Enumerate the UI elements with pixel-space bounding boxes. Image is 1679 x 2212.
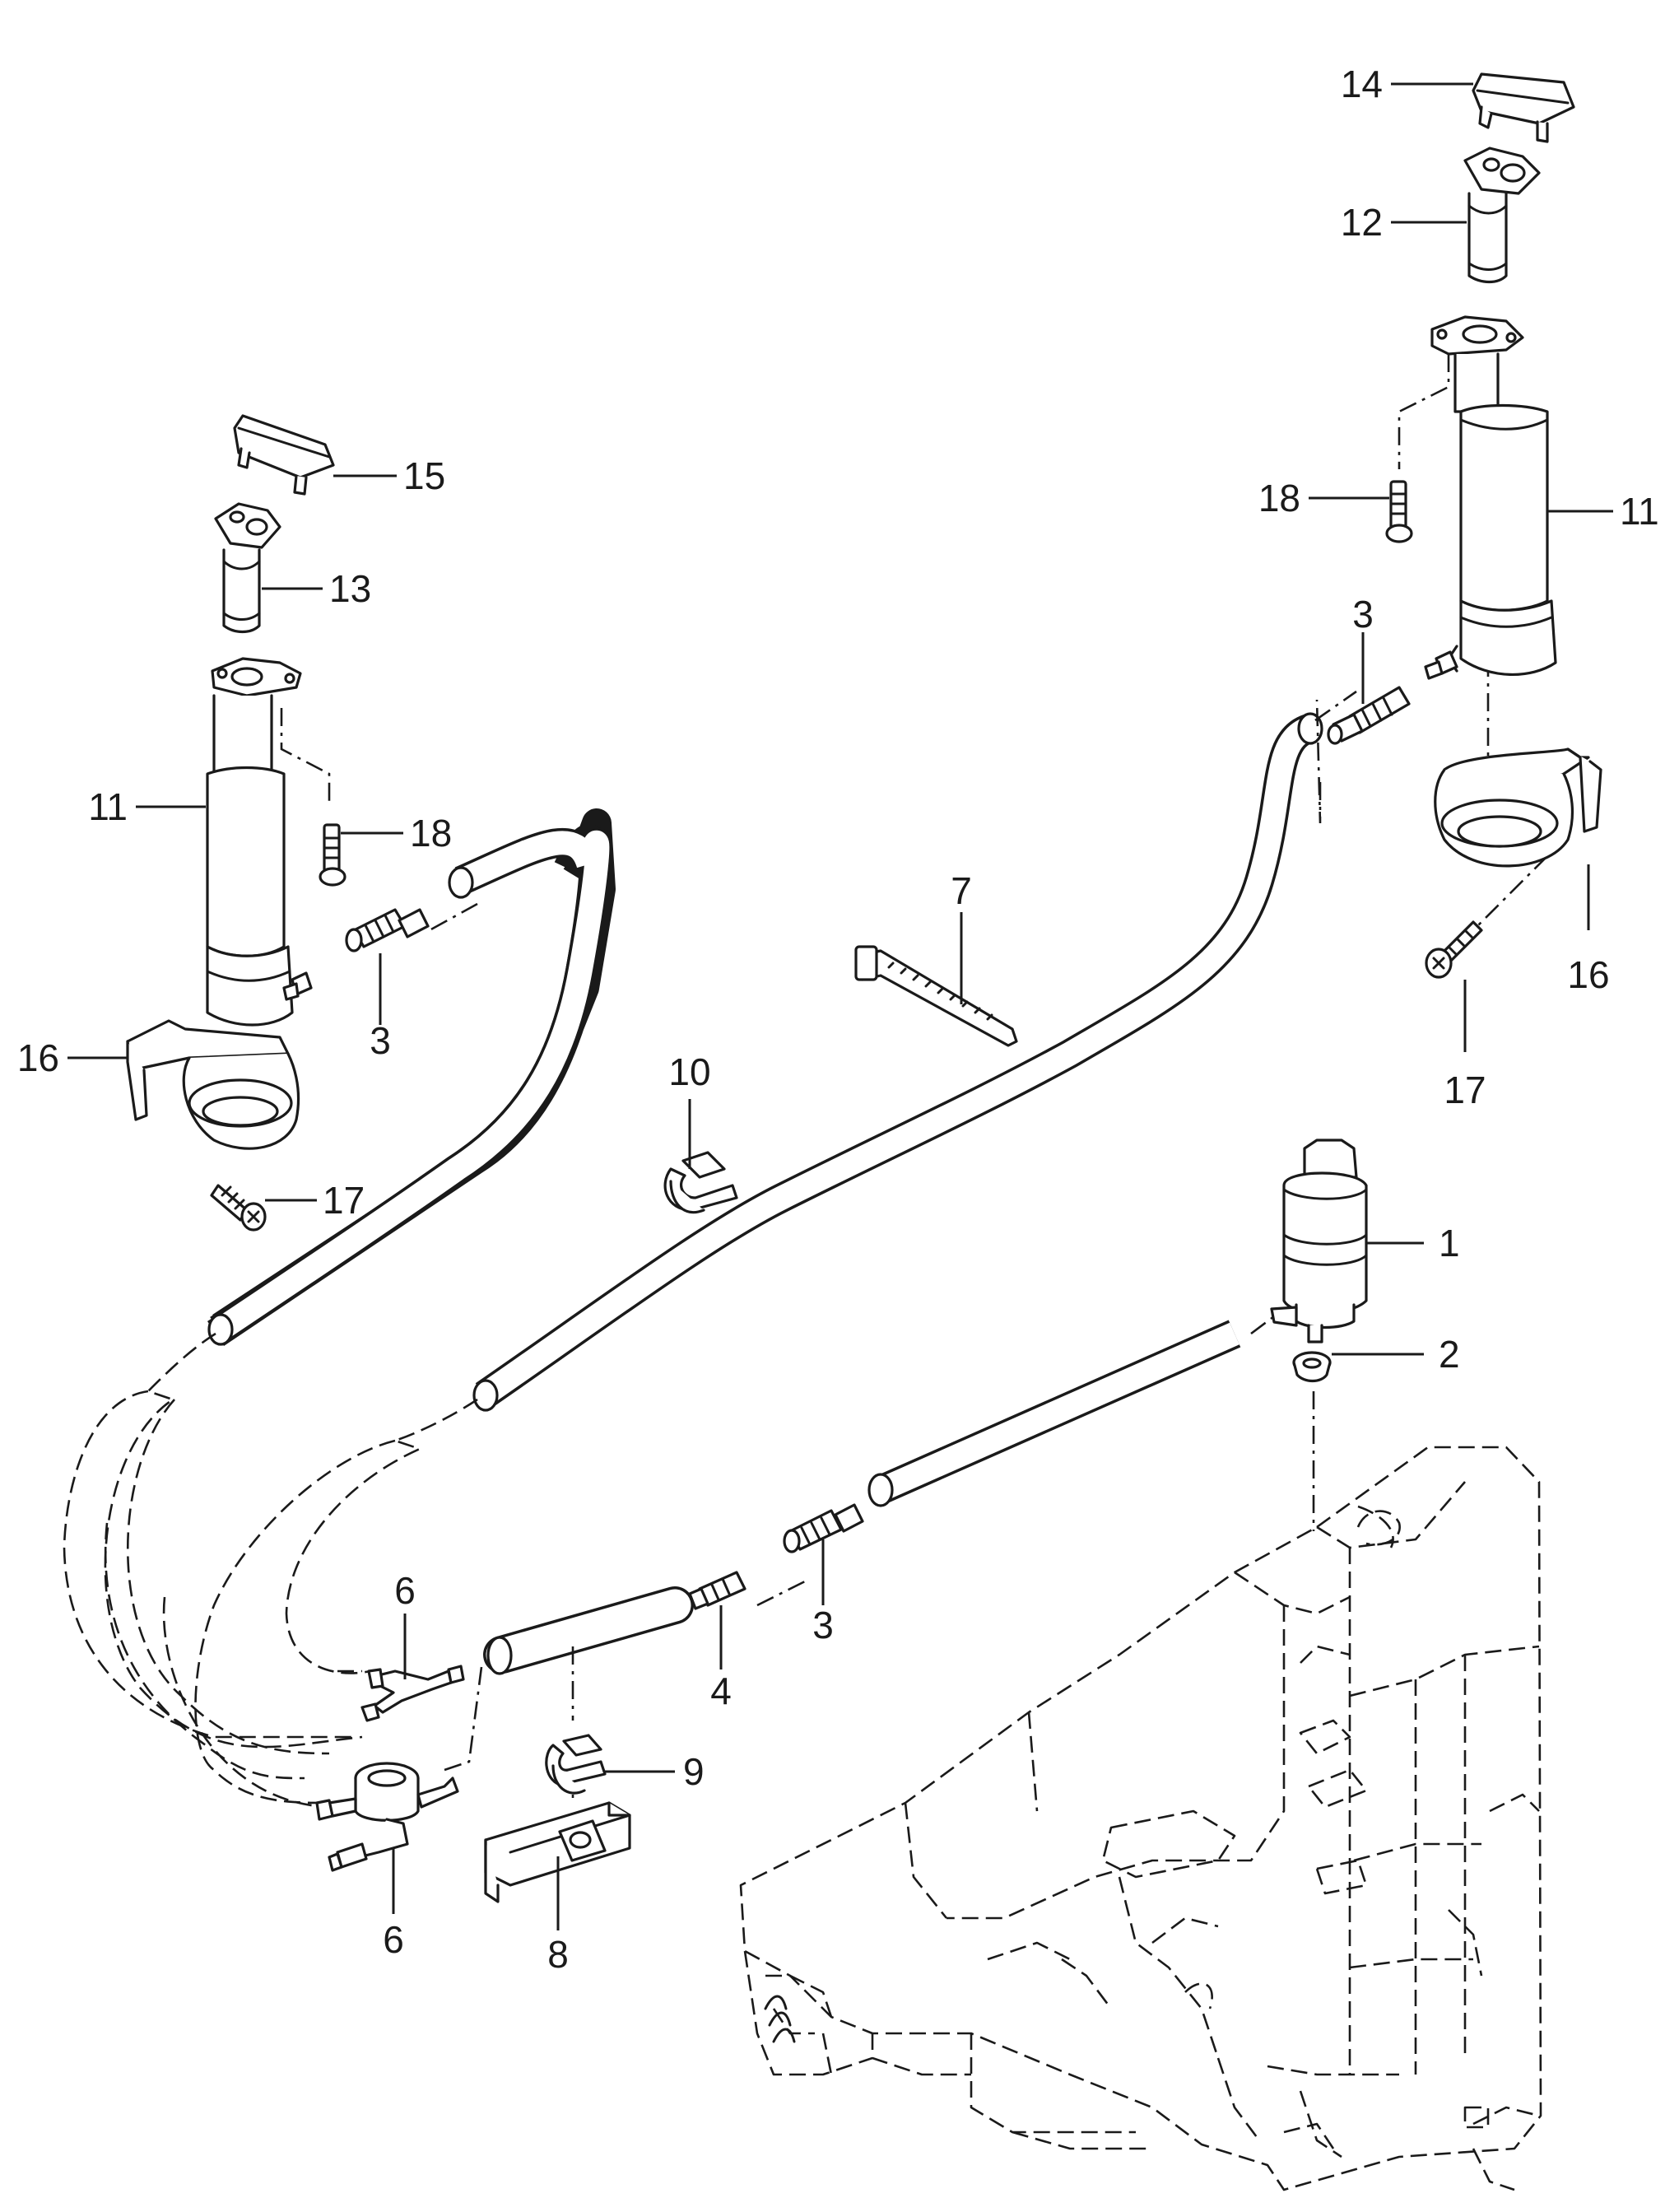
- callout-4-label: 4: [710, 1669, 732, 1712]
- callout-3-left: 3: [370, 953, 391, 1062]
- callout-13-label: 13: [329, 567, 371, 610]
- part-14-nozzle-cover-right: [1472, 72, 1575, 143]
- callout-11-right: 11: [1547, 490, 1659, 533]
- part-17-screw-left: [210, 1184, 267, 1232]
- callout-17-right-label: 17: [1444, 1069, 1486, 1111]
- part-12-nozzle-right: [1463, 147, 1541, 284]
- part-7-cable-tie: [854, 945, 1018, 1047]
- part-11-telescope-left: [206, 657, 313, 1027]
- part-17-screw-right: [1425, 920, 1483, 979]
- callout-1: 1: [1366, 1222, 1460, 1264]
- callout-3-right-label: 3: [1352, 593, 1374, 636]
- part-4-connector: [688, 1571, 746, 1610]
- callout-6-bottom-label: 6: [383, 1918, 404, 1961]
- part-13-nozzle-left: [214, 502, 281, 634]
- part-6-check-valve: [315, 1762, 459, 1872]
- callout-10-label: 10: [668, 1050, 710, 1093]
- callout-17-right: 17: [1444, 980, 1486, 1111]
- callout-9-label: 9: [683, 1750, 705, 1793]
- callout-15: 15: [333, 454, 445, 497]
- callout-4: 4: [710, 1605, 732, 1712]
- part-11-telescope-right: [1424, 315, 1557, 680]
- hose-left-final: [207, 827, 612, 1346]
- callout-17-left-label: 17: [323, 1179, 365, 1222]
- callout-16-left-label: 16: [17, 1036, 59, 1079]
- hose-pump: [867, 1320, 1241, 1507]
- part-3-connector-middle: [783, 1503, 864, 1553]
- callout-17-left: 17: [265, 1179, 365, 1222]
- hose-short: [483, 1586, 694, 1675]
- callout-2: 2: [1332, 1333, 1460, 1376]
- part-18-screw-right: [1385, 480, 1413, 543]
- callout-16-right: 16: [1567, 864, 1610, 996]
- callout-3-right: 3: [1352, 593, 1374, 704]
- callout-8: 8: [547, 1856, 569, 1976]
- callout-11-left-label: 11: [88, 785, 128, 828]
- part-3-connector-left: [345, 908, 430, 952]
- callout-7: 7: [951, 869, 972, 1004]
- washer-fluid-reservoir: [739, 1446, 1542, 2191]
- callout-18-right-label: 18: [1258, 477, 1300, 519]
- part-9-hose-clip: [545, 1734, 607, 1795]
- callout-16-left: 16: [17, 1036, 128, 1079]
- part-10-hose-clip: [663, 1151, 738, 1214]
- part-8-holder: [484, 1801, 631, 1903]
- callout-9: 9: [603, 1750, 705, 1793]
- callout-12: 12: [1341, 201, 1467, 244]
- callout-6-bottom: 6: [383, 1848, 404, 1961]
- callout-18-right: 18: [1258, 477, 1389, 519]
- callout-6-top-label: 6: [394, 1569, 416, 1612]
- part-15-nozzle-cover-left: [233, 414, 335, 496]
- callout-15-label: 15: [403, 454, 445, 497]
- callout-14: 14: [1341, 63, 1473, 105]
- callout-16-right-label: 16: [1567, 953, 1609, 996]
- callout-12-label: 12: [1341, 201, 1383, 244]
- part-16-bracket-right: [1434, 747, 1602, 868]
- callout-11-left: 11: [88, 785, 206, 828]
- callout-8-label: 8: [547, 1933, 569, 1976]
- callout-7-label: 7: [951, 869, 972, 912]
- part-2-grommet: [1292, 1351, 1332, 1383]
- part-6-y-piece-top: [360, 1665, 465, 1722]
- callout-6-top: 6: [394, 1569, 416, 1679]
- part-18-screw-left: [319, 823, 346, 887]
- callout-1-label: 1: [1439, 1222, 1460, 1264]
- hose-main: [472, 712, 1323, 1412]
- part-3-connector-right: [1327, 686, 1411, 745]
- callout-11-right-label: 11: [1620, 490, 1659, 533]
- callout-10: 10: [668, 1050, 711, 1169]
- part-16-bracket-left: [126, 1019, 300, 1150]
- callout-3-middle: 3: [812, 1539, 834, 1646]
- callout-18-left-label: 18: [410, 812, 452, 855]
- part-1-washer-pump: [1270, 1139, 1368, 1343]
- callout-3-left-label: 3: [370, 1019, 391, 1062]
- callout-2-label: 2: [1439, 1333, 1460, 1376]
- callout-14-label: 14: [1341, 63, 1383, 105]
- callout-13: 13: [262, 567, 371, 610]
- callout-18-left: 18: [341, 812, 452, 855]
- callout-3-middle-label: 3: [812, 1604, 834, 1646]
